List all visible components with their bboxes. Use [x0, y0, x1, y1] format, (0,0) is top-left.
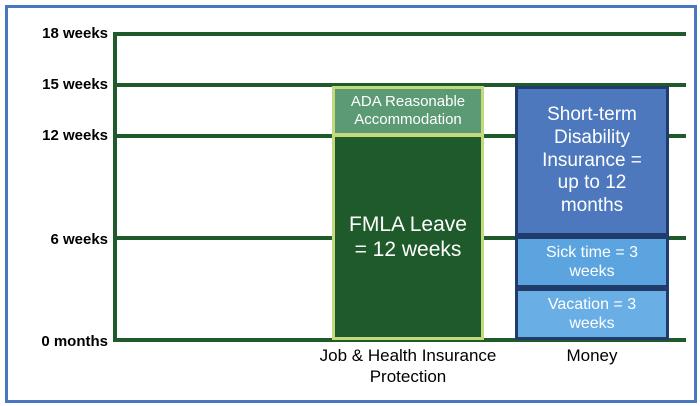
vertical-axis — [113, 32, 117, 340]
column-label-money: Money — [566, 346, 618, 365]
sick-time-text: Sick time = 3 weeks — [545, 243, 639, 280]
fmla-leave-text: FMLA Leave = 12 weeks — [349, 212, 467, 261]
ada-accommodation-text: ADA Reasonable Accommodation — [350, 93, 466, 128]
y-label-0-months: 0 months — [41, 333, 108, 350]
y-label-12-weeks: 12 weeks — [42, 127, 108, 144]
ada-accommodation-block: ADA Reasonable Accommodation — [332, 86, 484, 136]
gridline-15-weeks — [113, 83, 686, 87]
vacation-block: Vacation = 3 weeks — [515, 288, 669, 340]
short-term-disability-text: Short-term Disability Insurance = up to … — [542, 104, 642, 217]
sick-time-block: Sick time = 3 weeks — [515, 236, 669, 288]
gridline-18-weeks — [113, 32, 686, 36]
fmla-leave-block: FMLA Leave = 12 weeks — [332, 134, 484, 340]
short-term-disability-block: Short-term Disability Insurance = up to … — [515, 86, 669, 236]
y-label-15-weeks: 15 weeks — [42, 76, 108, 93]
gridline-0-months — [113, 338, 686, 342]
y-label-18-weeks: 18 weeks — [42, 25, 108, 42]
column-label-job-health: Job & Health Insurance Protection — [319, 346, 497, 387]
vacation-text: Vacation = 3 weeks — [547, 295, 637, 332]
y-label-6-weeks: 6 weeks — [50, 231, 108, 248]
